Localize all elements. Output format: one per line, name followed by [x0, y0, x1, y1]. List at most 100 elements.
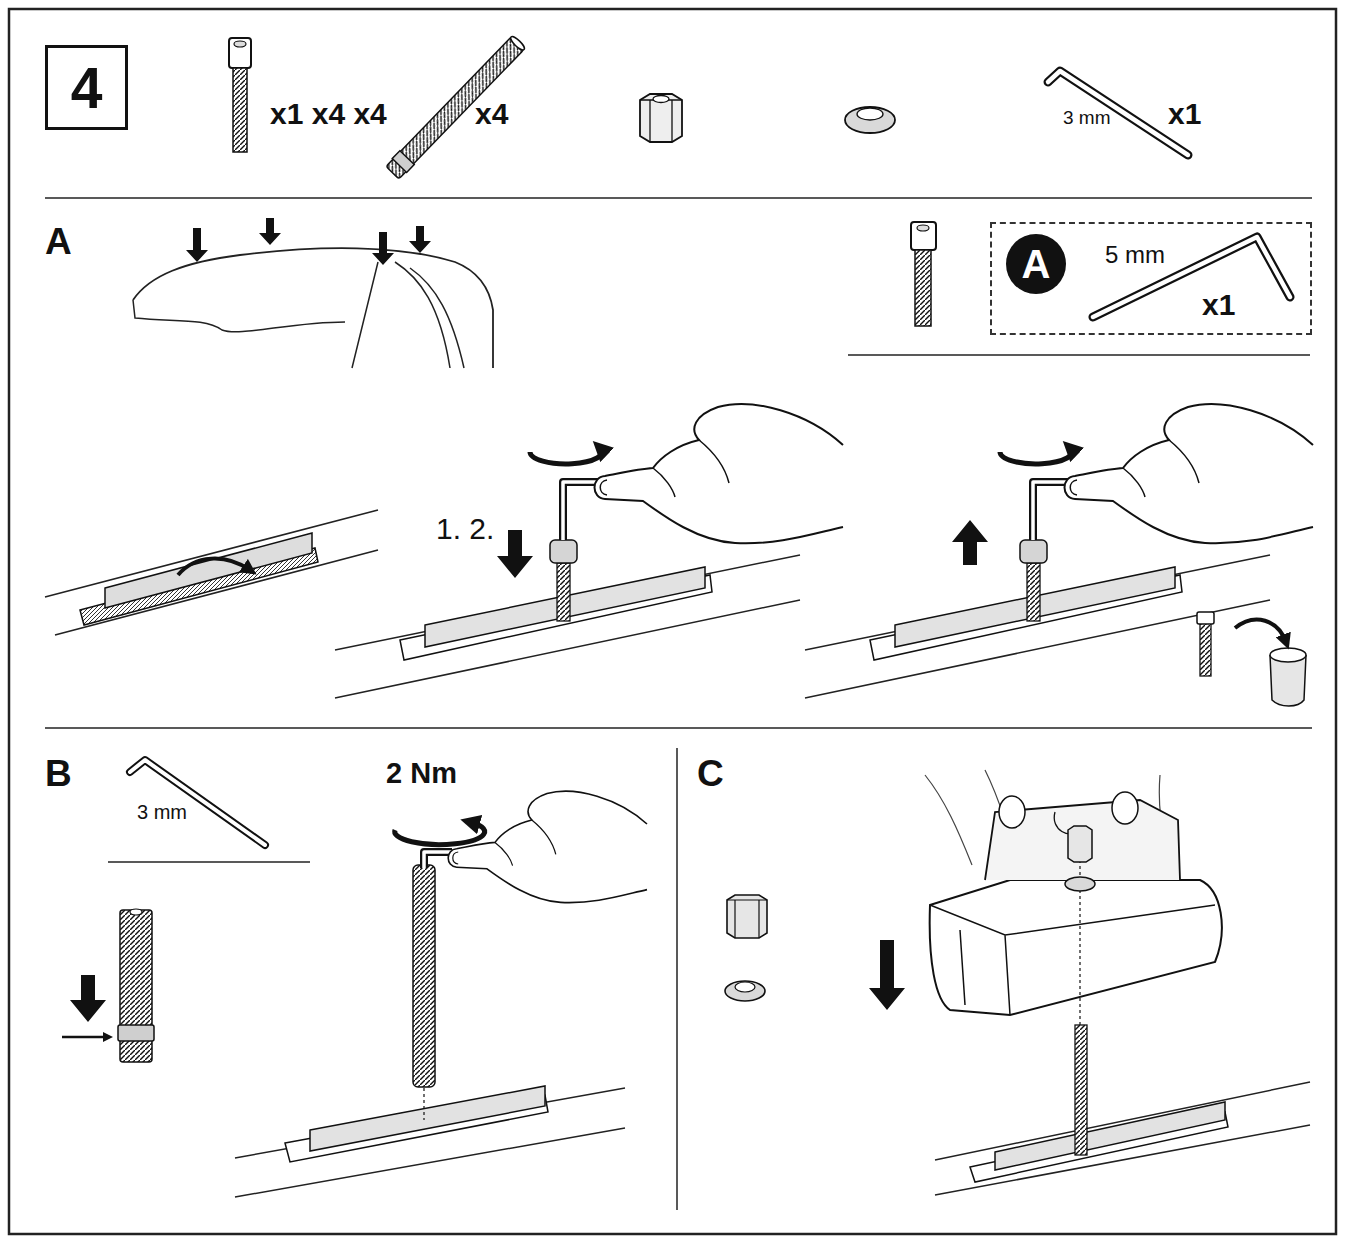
frame [9, 9, 1336, 1234]
tool-size: 5 mm [1105, 243, 1165, 267]
hex-key [1048, 71, 1188, 155]
roof-foot-mount [999, 796, 1025, 828]
screw-storage [1200, 618, 1211, 676]
rail-bolt-install [235, 791, 647, 1197]
roof-foot-mount [1112, 792, 1138, 824]
roof-foot-mount [995, 1102, 1225, 1170]
torque-value: 2 Nm [386, 759, 457, 788]
hex-nut [640, 94, 682, 142]
screw-storage [1197, 612, 1306, 706]
roof-foot-mount [1068, 826, 1092, 862]
threaded-bolt [62, 909, 154, 1062]
tool-size: 3 mm [1063, 108, 1111, 127]
socket-screw [229, 38, 251, 152]
socket-screw [915, 250, 931, 326]
threaded-bolt [70, 975, 106, 1022]
hex-key [1048, 71, 1188, 155]
threaded-bolt [509, 35, 526, 52]
roof-foot-mount [930, 905, 1215, 1015]
nut-and-washer [725, 981, 765, 1001]
nut-and-washer [725, 895, 767, 1001]
roof-foot-mount [1075, 1025, 1087, 1155]
threaded-bolt [386, 37, 524, 179]
hex-nut [640, 100, 682, 142]
badge-circle [1006, 234, 1066, 294]
socket-screw [911, 222, 936, 250]
frame [676, 748, 678, 1210]
rail-tightening [557, 563, 570, 621]
threaded-bolt [118, 1025, 154, 1041]
section-letter: C [697, 755, 724, 792]
hex-key [1093, 237, 1290, 317]
socket-screw [917, 225, 929, 231]
washer [845, 107, 895, 133]
screw-storage [1197, 612, 1214, 624]
hex-key [130, 760, 265, 845]
roof-rail-slot [178, 559, 250, 575]
direction-arrow [497, 520, 988, 578]
roof-foot-mount [869, 940, 905, 1010]
nut-and-washer [727, 900, 767, 938]
rail-tightening [530, 448, 602, 464]
step-number: 4 [48, 60, 125, 117]
roof-rail-slot [45, 510, 378, 635]
hex-key [130, 760, 265, 845]
hex-nut [640, 94, 682, 142]
rail-bolt-install [235, 1088, 625, 1197]
roof-rail-slot [45, 510, 378, 635]
rail-tightening [335, 555, 800, 698]
hex-key [1048, 71, 1188, 155]
hex-key [1093, 237, 1290, 317]
nut-and-washer [727, 895, 767, 938]
car-roof [133, 218, 493, 368]
socket-screw [911, 222, 936, 326]
tool-size: 3 mm [137, 802, 187, 822]
socket-screw [234, 41, 246, 47]
hex-key [130, 760, 265, 845]
section-letter: B [45, 755, 72, 792]
roof-foot-mount [935, 1082, 1310, 1195]
car-roof [352, 262, 464, 368]
frame [45, 727, 1312, 729]
car-roof [259, 218, 281, 245]
rail-bolt-install [423, 1088, 424, 1120]
quantity: x1 [1202, 290, 1235, 320]
rail-tightening [550, 540, 577, 563]
step-order: 1. 2. [436, 514, 494, 544]
rail-bolt-install [310, 1086, 545, 1151]
car-roof [133, 248, 493, 368]
socket-screw [229, 38, 251, 68]
screw-storage [1235, 620, 1286, 642]
roof-foot-mount [930, 880, 1222, 1015]
car-roof [133, 300, 345, 332]
rail-bolt-install [395, 822, 485, 845]
quantity: x1 x4 x4 [270, 99, 387, 129]
nut-and-washer [735, 982, 755, 992]
frame [108, 861, 310, 863]
rail-loosening [805, 404, 1313, 698]
rail-tightening [595, 404, 844, 543]
car-roof [409, 226, 431, 253]
step-number-box: 4 [45, 45, 128, 130]
variant-badge: A [1005, 233, 1067, 295]
car-roof [372, 232, 394, 265]
threaded-bolt [130, 909, 142, 915]
roof-rail-slot [105, 533, 312, 608]
quantity: x4 [475, 99, 508, 129]
threaded-bolt [385, 34, 527, 180]
section-letter: A [45, 223, 72, 260]
threaded-bolt [62, 1036, 108, 1039]
direction-arrow [497, 530, 533, 578]
threaded-bolt [392, 151, 414, 173]
frame [848, 354, 1310, 356]
rail-bolt-install [448, 791, 647, 902]
roof-foot-mount [869, 770, 1310, 1195]
socket-screw [233, 68, 247, 152]
direction-arrow [952, 520, 988, 565]
hex-key [1093, 237, 1290, 317]
variant-letter: A [1005, 244, 1067, 284]
washer [845, 107, 895, 133]
washer [857, 108, 883, 120]
rail-bolt-install [413, 865, 435, 1087]
